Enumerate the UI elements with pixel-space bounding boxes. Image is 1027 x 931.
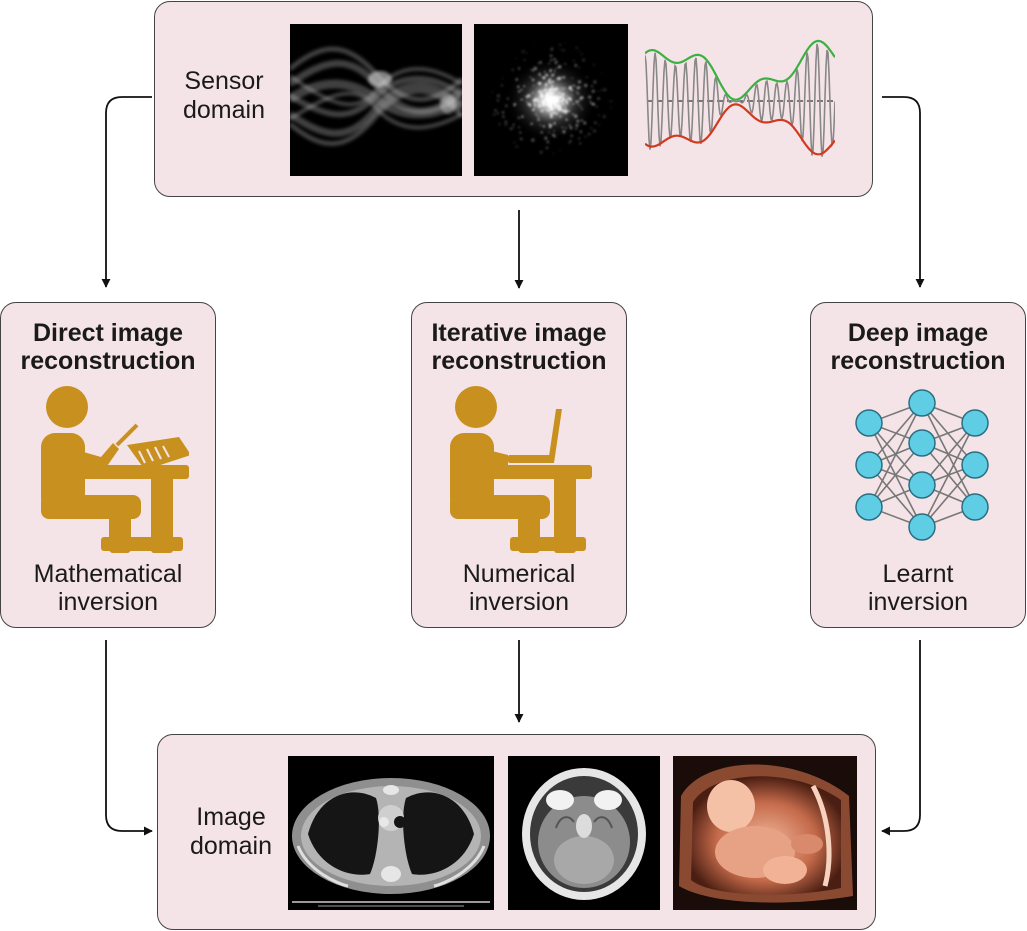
- nn-node-1-0: [908, 389, 936, 417]
- nn-node-1-1: [908, 429, 936, 457]
- sensor-domain-box: Sensor domain: [154, 1, 873, 197]
- iterative-reconstruction-subtitle: Numerical inversion: [462, 560, 576, 616]
- nn-node-2-2: [961, 493, 989, 521]
- k-space-image: [474, 24, 628, 176]
- waveform-plot: [644, 22, 836, 182]
- iterative-reconstruction-box: Iterative image reconstruction Numerical…: [411, 302, 627, 628]
- fetal-ultrasound-image: [673, 756, 857, 910]
- sensor-domain-label: Sensor domain: [183, 67, 265, 124]
- nn-node-1-2: [908, 471, 936, 499]
- neural-network-icon: [855, 389, 989, 541]
- mri-brain-image: [508, 756, 660, 910]
- direct-reconstruction-box: Direct image reconstruction Mathematical…: [0, 302, 216, 628]
- iterative-reconstruction-title: Iterative image reconstruction: [431, 319, 607, 375]
- ct-chest-image: [288, 756, 494, 910]
- nn-node-1-3: [908, 513, 936, 541]
- nn-node-2-0: [961, 409, 989, 437]
- nn-node-2-1: [961, 451, 989, 479]
- arrow-deep-to-image: [881, 640, 921, 836]
- sinogram-image: [290, 24, 462, 176]
- nn-node-0-0: [855, 409, 883, 437]
- direct-reconstruction-subtitle: Mathematical inversion: [33, 560, 183, 616]
- person-writing-icon: [41, 386, 189, 553]
- image-domain-label: Image domain: [190, 803, 272, 860]
- image-domain-box: Image domain: [157, 734, 876, 930]
- arrow-sensor-to-direct: [101, 96, 152, 288]
- nn-node-0-1: [855, 451, 883, 479]
- nn-node-0-2: [855, 493, 883, 521]
- deep-reconstruction-subtitle: Learnt inversion: [867, 560, 969, 616]
- deep-reconstruction-box: Deep image reconstruction Learnt inversi…: [810, 302, 1026, 628]
- person-laptop-icon: [450, 386, 592, 553]
- arrow-sensor-to-deep: [882, 96, 925, 288]
- arrow-direct-to-image: [105, 640, 153, 836]
- direct-reconstruction-title: Direct image reconstruction: [20, 319, 196, 375]
- deep-reconstruction-title: Deep image reconstruction: [830, 319, 1006, 375]
